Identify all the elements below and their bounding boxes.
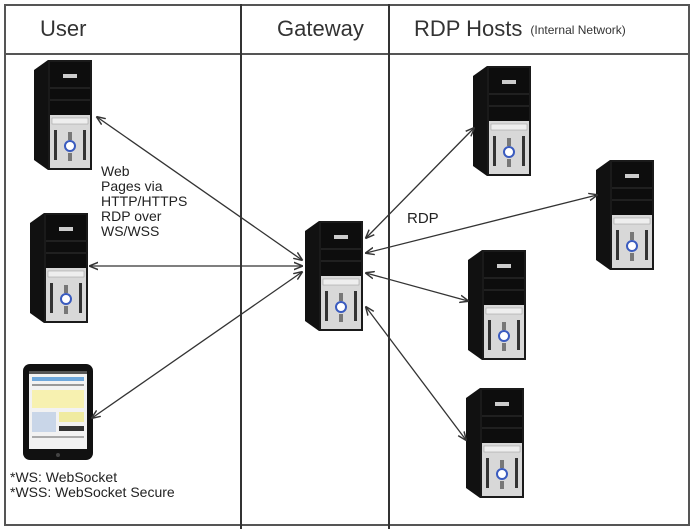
header-divider [4,53,690,55]
rdp-host-3 [467,249,527,361]
column-header-rdp-hosts: RDP Hosts (Internal Network) [414,16,626,42]
column-header-gateway: Gateway [277,16,364,41]
column-header-user: User [40,16,87,41]
rdp-hosts-note: (Internal Network) [530,23,626,38]
gateway-server [304,220,364,332]
user-tablet [23,364,93,460]
rdp-hosts-title: RDP Hosts [414,16,523,41]
annotation-line: HTTP/HTTPS [101,193,188,209]
edge-gateway-tablet [92,272,302,418]
annotation-line: Web [101,163,130,179]
footnote-ws: *WS: WebSocket [10,469,118,485]
diagram-frame [4,4,690,526]
rdp-host-2 [595,159,655,271]
annotation-line: Pages via [101,178,163,194]
rdp-edge-label: RDP [407,210,439,227]
edge-gateway-user-pc-1 [97,117,302,260]
annotation-line: RDP over [101,208,162,224]
user-pc-2 [29,212,89,324]
rdp-host-4 [465,387,525,499]
edge-gateway-rdp-host-2 [366,195,597,253]
column-divider-gateway-hosts [388,4,390,529]
user-pc-1 [33,59,93,171]
web-protocol-annotation: Web Pages via HTTP/HTTPS RDP over WS/WSS [101,164,187,239]
footnotes: *WS: WebSocket *WSS: WebSocket Secure [10,470,175,500]
rdp-host-1 [472,65,532,177]
footnote-wss: *WSS: WebSocket Secure [10,484,175,500]
edge-gateway-rdp-host-3 [366,273,468,301]
annotation-line: WS/WSS [101,223,160,239]
edge-gateway-rdp-host-4 [366,307,466,440]
